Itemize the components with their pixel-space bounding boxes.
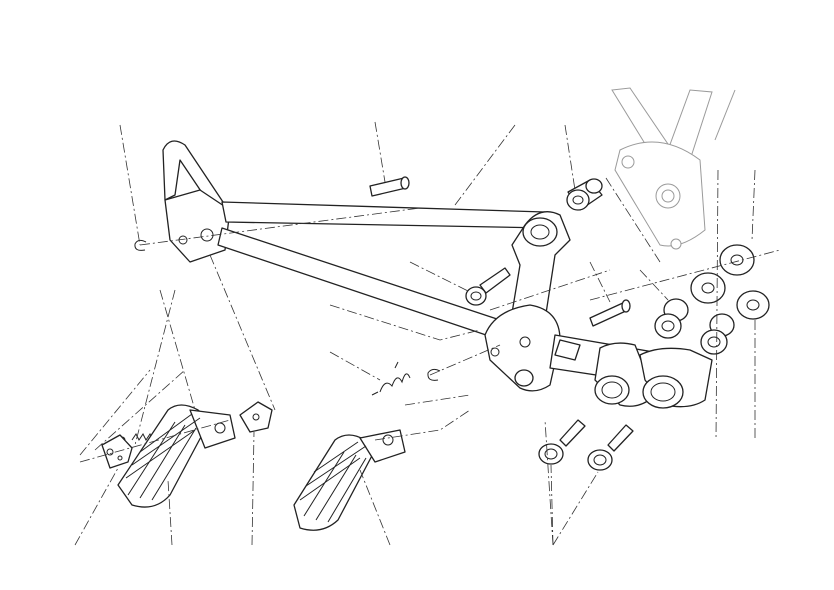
- footpeg-left: [117, 404, 236, 508]
- clip-mid: [427, 368, 441, 381]
- left-bracket: [162, 140, 549, 339]
- plate-right: [239, 401, 273, 433]
- footpeg-right: [293, 429, 406, 531]
- bolt-lower-2: [587, 424, 634, 471]
- washer-1: [719, 244, 755, 276]
- spacer-1: [566, 178, 603, 211]
- bolt-mid: [589, 299, 631, 327]
- spacer-2: [654, 298, 689, 339]
- clip-left: [134, 239, 147, 251]
- pivot-bolt: [369, 176, 410, 197]
- washer-2: [690, 272, 726, 304]
- right-hanger: [484, 211, 713, 409]
- leader-lines: [74, 121, 781, 546]
- frame-ghost: [611, 87, 736, 250]
- bolt-upper: [465, 267, 511, 306]
- spring-right: [371, 361, 411, 396]
- washer-3: [736, 290, 770, 320]
- spacer-3: [700, 313, 735, 355]
- bolt-lower-1: [538, 419, 586, 465]
